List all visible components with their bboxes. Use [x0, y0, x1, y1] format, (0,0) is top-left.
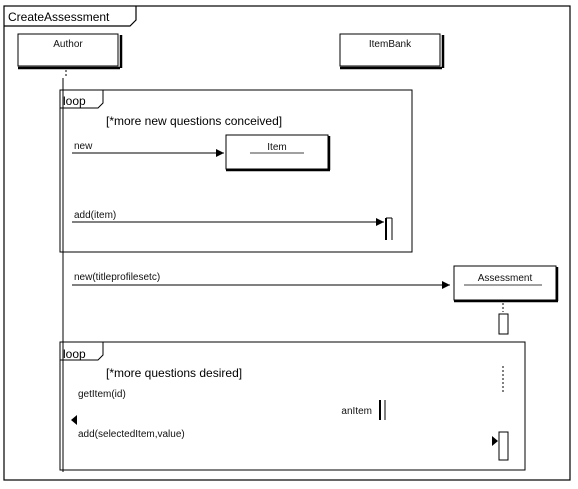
message-return-label: anItem [341, 406, 372, 417]
loop-2-guard: [*more questions desired] [106, 366, 242, 380]
frame-title: CreateAssessment [8, 10, 110, 24]
message-new-assessment-label: new(titleprofilesetc) [74, 272, 160, 283]
loop-fragment-1: loop [*more new questions conceived] [59, 89, 413, 253]
message-new-label: new [74, 141, 93, 152]
lifeline-assessment-label: Assessment [478, 273, 533, 284]
message-add-selected: add(selectedItem,value) [78, 429, 498, 446]
lifeline-author-label: Author [53, 39, 83, 50]
loop-2-operator: loop [63, 347, 86, 361]
message-add-item: add(item) [72, 210, 393, 240]
message-add-item-label: add(item) [74, 210, 116, 221]
lifeline-author[interactable]: Author [17, 33, 123, 472]
loop-fragment-2: loop [*more questions desired] [59, 341, 526, 471]
lifeline-item-bank-label: ItemBank [369, 39, 412, 50]
assessment-activation-1 [498, 313, 509, 335]
lifeline-assessment[interactable]: Assessment [453, 265, 559, 461]
message-new: new [72, 141, 224, 157]
lifeline-item-bank[interactable]: ItemBank [339, 33, 445, 70]
assessment-activation-2 [498, 431, 509, 461]
loop-1-operator: loop [63, 94, 86, 108]
lifeline-item-label: Item [267, 142, 286, 153]
loop-1-guard: [*more new questions conceived] [106, 114, 282, 128]
message-get-item: getItem(id) [78, 389, 386, 420]
message-add-selected-label: add(selectedItem,value) [78, 429, 185, 440]
message-new-assessment: new(titleprofilesetc) [72, 272, 450, 289]
message-get-item-label: getItem(id) [78, 389, 126, 400]
outer-frame: CreateAssessment [3, 5, 571, 481]
lifeline-item[interactable]: Item [225, 134, 331, 172]
message-return-item: anItem [71, 406, 372, 425]
